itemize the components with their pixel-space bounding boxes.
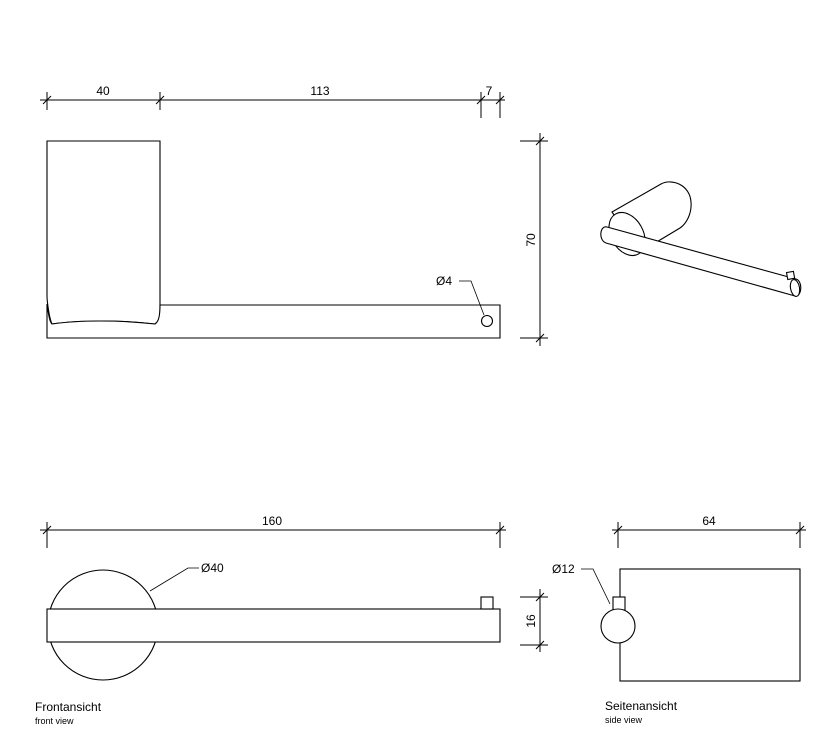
- roll-housing: [46, 140, 161, 325]
- side-depth-dimension: 64: [612, 514, 806, 548]
- bar-height-dimension: 16: [520, 589, 548, 652]
- hole-leader: [459, 280, 485, 316]
- dim-label-40: 40: [96, 84, 110, 98]
- height-dimension: 70: [520, 133, 548, 346]
- dim-label-70: 70: [524, 233, 538, 247]
- side-backplate: [619, 568, 801, 682]
- front-pin: [480, 596, 494, 610]
- hole-dia-label: Ø4: [436, 274, 452, 288]
- rosette-dia-label: Ø40: [201, 561, 224, 575]
- dim-label-64: 64: [702, 514, 716, 528]
- hole-circle: [480, 314, 494, 328]
- side-caption: Seitenansicht: [605, 699, 678, 713]
- side-caption-en: side view: [605, 715, 643, 725]
- dim-label-16: 16: [524, 614, 538, 628]
- top-view: 40 113 7 Ø4 70: [40, 84, 548, 346]
- holder-bar: [46, 303, 501, 339]
- iso-pin: [785, 270, 796, 281]
- front-caption: Frontansicht: [35, 700, 102, 714]
- dim-label-7: 7: [486, 84, 493, 98]
- isometric-view: [600, 181, 802, 297]
- dim-label-160: 160: [262, 514, 282, 528]
- iso-rod-end: [789, 279, 801, 297]
- front-bar: [46, 608, 501, 643]
- side-dia-label: Ø12: [552, 562, 575, 576]
- front-width-dimension: 160: [40, 514, 506, 548]
- side-leader: [581, 568, 611, 605]
- top-dimension-chain: 40 113 7: [40, 84, 505, 118]
- rosette-leader: [149, 567, 199, 592]
- front-view: 160 Ø40 16 Frontansicht front view: [35, 514, 548, 726]
- iso-rod: [600, 226, 802, 297]
- side-view: 64 Ø12 Seitenansicht side view: [552, 514, 806, 725]
- dim-label-113: 113: [310, 84, 329, 98]
- side-pin: [612, 596, 626, 611]
- front-caption-en: front view: [35, 716, 74, 726]
- side-rod-circle: [600, 608, 636, 644]
